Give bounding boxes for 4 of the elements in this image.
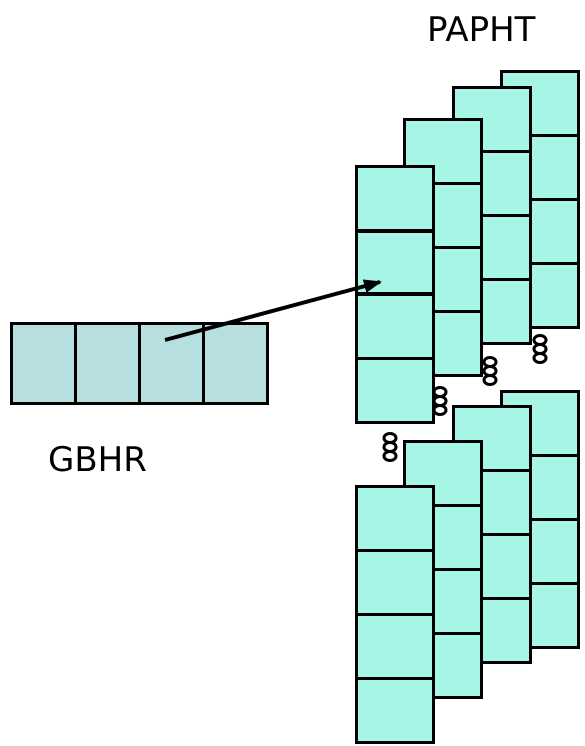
table-cell <box>355 230 435 295</box>
table-name: PAPHT <box>427 10 536 50</box>
arrow <box>164 279 382 342</box>
register-name: GBHR <box>48 440 147 480</box>
